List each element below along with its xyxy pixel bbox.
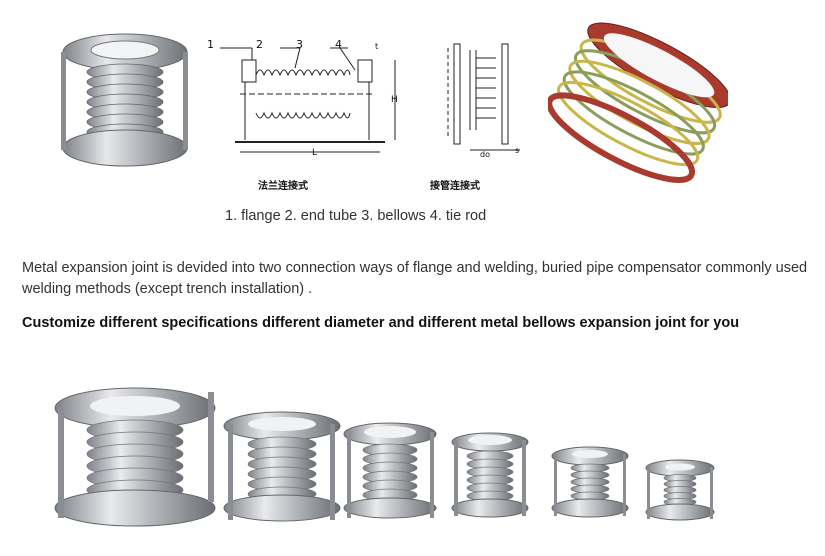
description-text: Metal expansion joint is devided into tw… [22, 260, 808, 297]
dim-label-do: do [480, 150, 490, 159]
dim-label-t: t [375, 42, 379, 51]
callout-1: 1 [207, 38, 214, 51]
callout-4: 4 [335, 38, 342, 51]
dim-label-s: s [515, 146, 520, 155]
customize-headline: Customize different specifications diffe… [22, 315, 740, 331]
welded-joint-photo [548, 20, 728, 190]
weld-drawing [440, 38, 530, 158]
caption-flange-type: 法兰连接式 [258, 181, 308, 192]
flanged-joint-photo [55, 28, 195, 173]
dim-label-h: H [391, 95, 398, 105]
joint-1 [54, 387, 216, 527]
flange-drawing [200, 30, 410, 160]
callout-3: 3 [296, 38, 303, 51]
parts-legend: 1. flange 2. end tube 3. bellows 4. tie … [225, 208, 487, 224]
caption-weld-type: 接管连接式 [430, 181, 480, 192]
product-row [50, 378, 740, 533]
dim-label-l: L [312, 148, 318, 158]
callout-2: 2 [256, 38, 263, 51]
